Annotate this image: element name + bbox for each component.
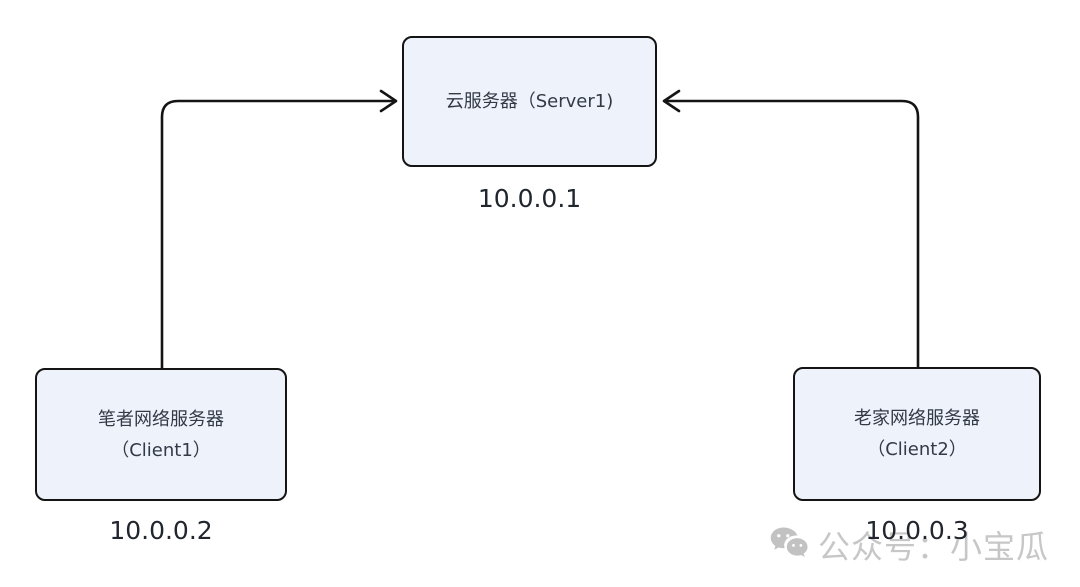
client2-node-label-line1: 老家网络服务器 (854, 408, 980, 429)
client1-node-label-line1: 笔者网络服务器 (98, 408, 224, 430)
client1-ip-label: 10.0.0.2 (109, 516, 213, 545)
server-node-label: 云服务器（Server1) (445, 91, 614, 112)
client2-node-label-line2: （Client2） (867, 439, 967, 460)
edge-client1-to-server (160, 89, 398, 371)
server-ip-label: 10.0.0.1 (477, 184, 582, 213)
watermark: 公众号：小宝瓜 (768, 522, 1049, 568)
client1-node: 笔者网络服务器 （Client1） (35, 368, 287, 501)
client2-ip-label: 10.0.0.3 (865, 516, 969, 545)
wechat-icon (770, 527, 808, 557)
edge-client2-to-server (662, 89, 920, 370)
server-node: 云服务器（Server1) (402, 36, 657, 167)
watermark-text: 公众号：小宝瓜 (818, 528, 1050, 566)
client2-node: 老家网络服务器 （Client2） (793, 367, 1041, 501)
client1-node-label-line2: （Client1） (111, 439, 211, 461)
